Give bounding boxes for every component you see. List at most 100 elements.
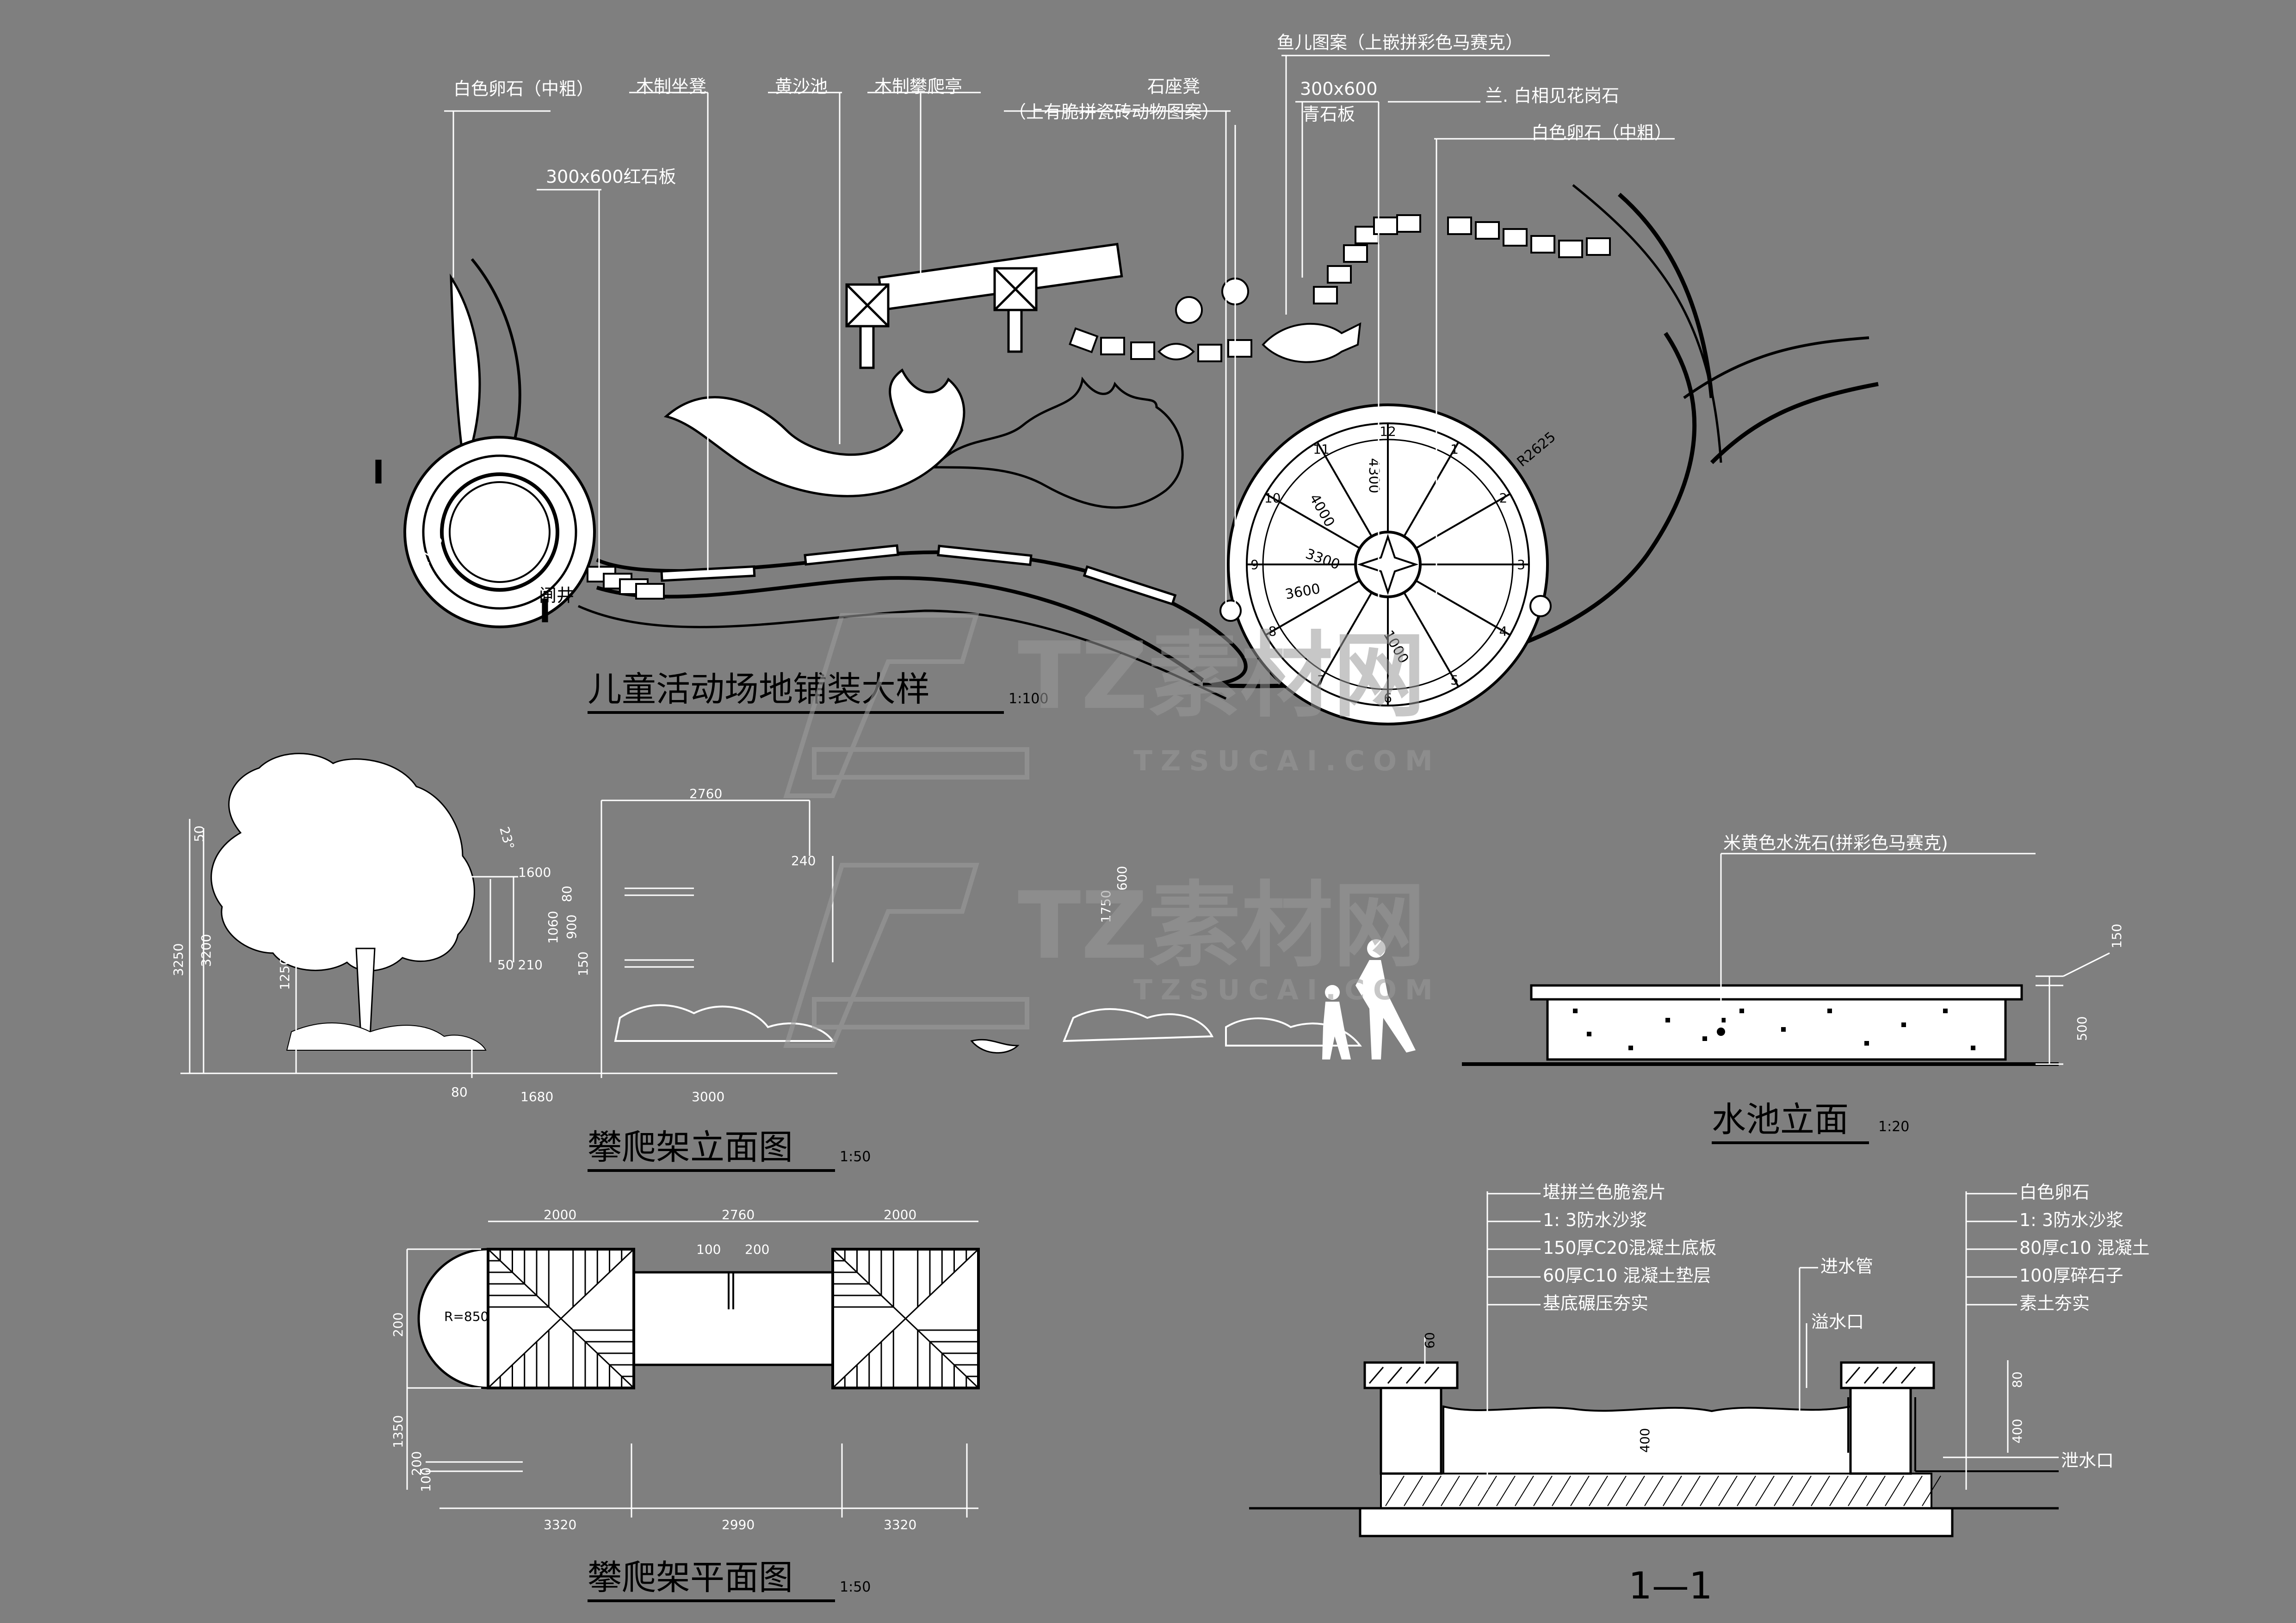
dim-80-right: 80: [559, 886, 575, 902]
dial-number: 11: [1313, 442, 1330, 457]
climb-plan: 2000 2760 2000 100 200 R=850 200 1350 20…: [390, 1207, 980, 1602]
section-mark-top: I: [372, 453, 384, 491]
white-pebble-crescent: [450, 273, 481, 471]
plan-bottom-dim-1: 3320: [544, 1517, 576, 1532]
section-inlet-pipe: 进水管: [1820, 1256, 1873, 1276]
callout-wood-climb-pavilion: 木制攀爬亭: [874, 76, 962, 97]
dial-spoke: [1316, 441, 1373, 537]
pool-section: 堪拼兰色脆瓷片 1: 3防水沙浆 150厚C20混凝土底板 60厚C10 混凝土…: [1249, 1182, 2150, 1607]
callout-fish-pattern: 鱼儿图案（上嵌拼彩色马赛克）: [1277, 32, 1523, 53]
callout-stone-seat-note: （上有脆拼瓷砖动物图案）: [1009, 102, 1219, 122]
dim-top-2760: 2760: [689, 786, 722, 801]
section-wall-right: [1849, 1382, 1912, 1475]
dim-1600: 1600: [518, 865, 551, 880]
section-left-callouts: 堪拼兰色脆瓷片 1: 3防水沙浆 150厚C20混凝土底板 60厚C10 混凝土…: [1543, 1182, 1716, 1313]
plan-bottom-dim-3: 3320: [884, 1517, 916, 1532]
shrub-3: [1225, 1017, 1362, 1047]
section-overflow: 溢水口: [1811, 1312, 1864, 1332]
section-right-callout-3: 80厚c10 混凝土: [2019, 1238, 2150, 1258]
plan-left-dim-100: 100: [418, 1468, 433, 1492]
tree-trunk: [355, 948, 376, 1037]
plan-left-dim-200b: 200: [409, 1451, 424, 1476]
dial-spoke: [1415, 580, 1511, 636]
plan-top-dim-3: 2000: [884, 1207, 916, 1222]
blue-slab-stepping-stones: [1069, 214, 1611, 362]
section-mark-bottom: I: [539, 592, 551, 630]
dial-number: 2: [1499, 490, 1508, 506]
callout-blue-slab-size: 300x600: [1300, 79, 1378, 99]
plan-left-dim-1350: 1350: [390, 1415, 406, 1448]
plan-radius: R=850: [444, 1309, 489, 1324]
watermark-url-2: TZSUCAI.COM: [1133, 974, 1441, 1006]
fish-pattern-large: [1262, 322, 1362, 363]
main-plan: 1300 1500 2100 I I 闸井: [372, 32, 1879, 725]
road-curve-3: [1572, 184, 1722, 463]
callout-granite: 兰. 白相见花岗石: [1485, 86, 1619, 106]
dim-bottom-1680: 1680: [520, 1089, 553, 1104]
climb-pavilion-plan: [845, 242, 1123, 369]
section-right-callouts: 白色卵石 1: 3防水沙浆 80厚c10 混凝土 100厚碎石子 素土夯实: [2019, 1182, 2150, 1313]
pool-wall: [1546, 998, 2007, 1061]
watermark: TZ素材网 TZSUCAI.COM TZ素材网 TZSUCAI.COM: [783, 613, 1441, 1048]
section-left-callout-1: 堪拼兰色脆瓷片: [1543, 1182, 1666, 1202]
section-right-callout-5: 素土夯实: [2019, 1293, 2090, 1313]
plan-inner-dim-200: 200: [745, 1242, 769, 1257]
round-stone-1: [1175, 296, 1203, 324]
left-round-pad: 1300 1500 2100: [403, 436, 596, 628]
section-dim-80: 80: [2010, 1371, 2025, 1388]
dim-50-mid: 50: [432, 890, 447, 907]
dial-number: 3: [1517, 557, 1525, 572]
road-branch-2: [1683, 336, 1869, 399]
callout-white-pebble-right: 白色卵石（中粗）: [1531, 123, 1672, 143]
section-dim-400-left: 400: [1637, 1428, 1652, 1453]
dim-900: 900: [564, 915, 579, 939]
section-right-callout-1: 白色卵石: [2019, 1182, 2090, 1202]
dim-50-top: 50: [192, 825, 207, 842]
climb-elevation-title: 攀爬架立面图: [588, 1127, 793, 1167]
pool-elevation-lines: [1720, 853, 2110, 1065]
dial-spoke: [1415, 493, 1511, 549]
callout-stone-seat: 石座凳: [1147, 76, 1200, 97]
watermark-logo: [783, 613, 1029, 1048]
section-left-callout-3: 150厚C20混凝土底板: [1543, 1238, 1716, 1258]
section-cap-left: [1363, 1361, 1459, 1389]
section-left-callout-4: 60厚C10 混凝土垫层: [1543, 1265, 1711, 1286]
dial-number: 9: [1250, 557, 1259, 572]
pool-dim-150: 150: [2109, 924, 2124, 948]
section-pipes: [1847, 1397, 2059, 1472]
plan-bottom-dim-2: 2990: [722, 1517, 755, 1532]
road-curve-2: [1618, 192, 1714, 398]
main-plan-callouts: 白色卵石（中粗） 300x600红石板 木制坐凳 黄沙池 木制攀爬亭 石座凳 （…: [453, 32, 1672, 187]
section-cap-right: [1840, 1361, 1935, 1389]
crescent-outline: [470, 258, 521, 459]
section-dim-60: 60: [1422, 1332, 1437, 1349]
watermark-url-1: TZSUCAI.COM: [1133, 745, 1441, 777]
dial-number: 6: [1384, 690, 1392, 706]
plan-top-dim-2: 2760: [722, 1207, 755, 1222]
dim-bottom-80: 80: [451, 1084, 468, 1100]
path-edge-outer: [577, 605, 1227, 700]
callout-wood-bench: 木制坐凳: [636, 76, 706, 97]
plan-inner-dim-100: 100: [696, 1242, 721, 1257]
watermark-brand-2: TZ素材网: [1018, 872, 1425, 980]
climb-elevation: 2760 240 23° 3250 3200 50 1250 1600 80 1…: [171, 753, 1416, 1172]
dial-spoke: [1265, 580, 1361, 636]
dim-3200: 3200: [198, 934, 214, 967]
dial-spoke: [1265, 493, 1361, 549]
wood-benches: [660, 544, 1177, 606]
section-right-callout-4: 100厚碎石子: [2019, 1265, 2123, 1286]
dial-spoke: [1403, 592, 1460, 688]
pool-elevation: 米黄色水洗石(拼彩色马赛克) 150 500 水池立面 1:20: [1462, 833, 2124, 1144]
dial-number: 8: [1269, 624, 1277, 639]
shrub-1: [614, 1004, 835, 1042]
dial-number: 1: [1450, 442, 1459, 457]
climb-plan-scale: 1:50: [840, 1579, 871, 1595]
pool-elevation-scale: 1:20: [1878, 1119, 1909, 1135]
sand-pool: [663, 368, 965, 497]
dial-number: 4: [1499, 624, 1508, 639]
climb-plan-title: 攀爬架平面图: [588, 1558, 793, 1598]
dim-1750: 1750: [1098, 890, 1114, 923]
callout-blue-slab: 青石板: [1302, 104, 1355, 124]
